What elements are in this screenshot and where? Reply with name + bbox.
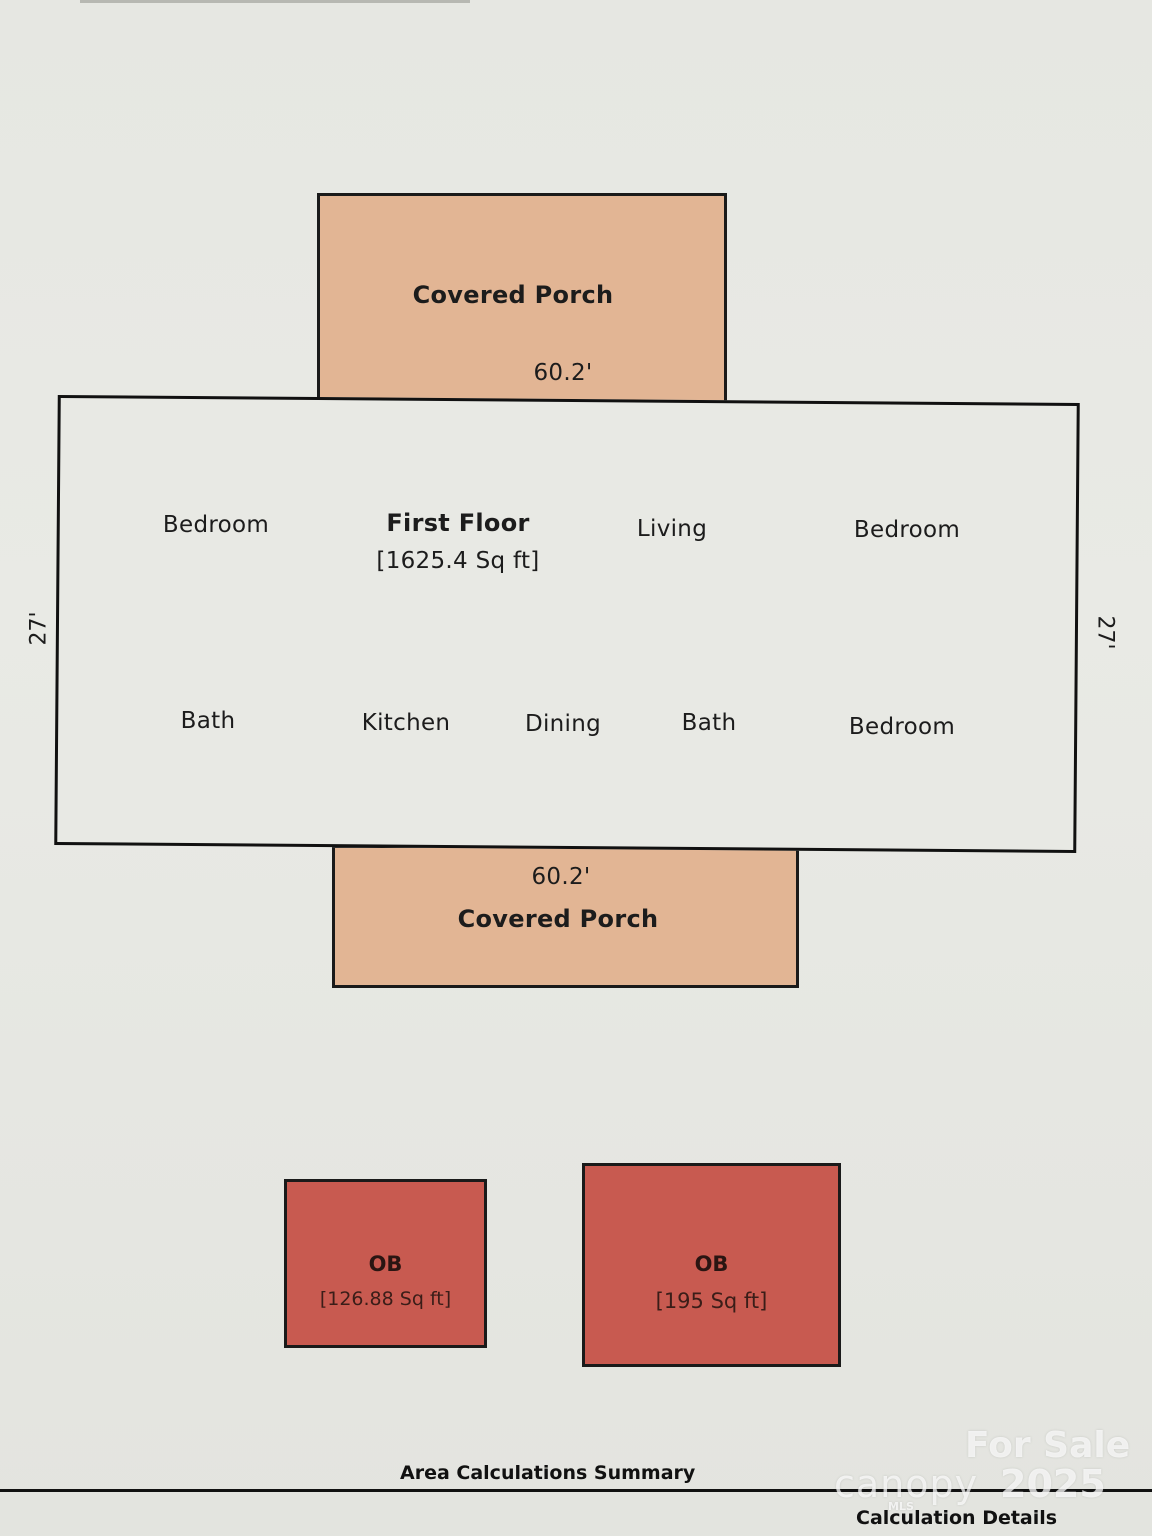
outbuilding-small-label: OB — [368, 1252, 403, 1276]
outbuilding-small: OB [126.88 Sq ft] — [284, 1179, 487, 1348]
room-kitchen: Kitchen — [361, 710, 451, 736]
room-bedroom-top-left: Bedroom — [162, 512, 270, 538]
outbuilding-large-label: OB — [694, 1252, 729, 1276]
outbuilding-small-area: [126.88 Sq ft] — [319, 1288, 452, 1310]
footer-rule — [0, 1489, 1152, 1492]
room-bath-right: Bath — [681, 710, 737, 736]
first-floor-outline — [54, 394, 1080, 854]
top-porch-label: Covered Porch — [412, 281, 614, 309]
outbuilding-large-area: [195 Sq ft] — [655, 1289, 768, 1313]
outbuilding-large: OB [195 Sq ft] — [582, 1163, 841, 1367]
bottom-porch-dimension: 60.2' — [531, 864, 591, 890]
right-dimension: 27' — [1092, 615, 1118, 650]
canopy-logo-watermark: canopy — [834, 1462, 979, 1506]
top-rule — [80, 0, 470, 3]
first-floor-label: First Floor — [386, 509, 530, 537]
area-calculations-summary: Area Calculations Summary — [400, 1462, 696, 1484]
left-dimension: 27' — [26, 611, 52, 646]
year-watermark: 2025 — [1000, 1462, 1106, 1506]
mls-watermark: MLS — [888, 1500, 914, 1513]
room-living: Living — [636, 516, 708, 542]
for-sale-watermark: For Sale — [965, 1425, 1131, 1466]
calculation-details: Calculation Details — [856, 1507, 1058, 1529]
room-bedroom-bottom-right: Bedroom — [848, 714, 956, 740]
room-bedroom-top-right: Bedroom — [853, 517, 961, 543]
room-dining: Dining — [524, 711, 602, 737]
bottom-porch-label: Covered Porch — [457, 905, 659, 933]
bottom-covered-porch — [332, 845, 799, 988]
top-porch-dimension: 60.2' — [533, 360, 593, 386]
room-bath-left: Bath — [180, 708, 236, 734]
first-floor-area: [1625.4 Sq ft] — [376, 548, 540, 574]
top-covered-porch — [317, 193, 727, 405]
